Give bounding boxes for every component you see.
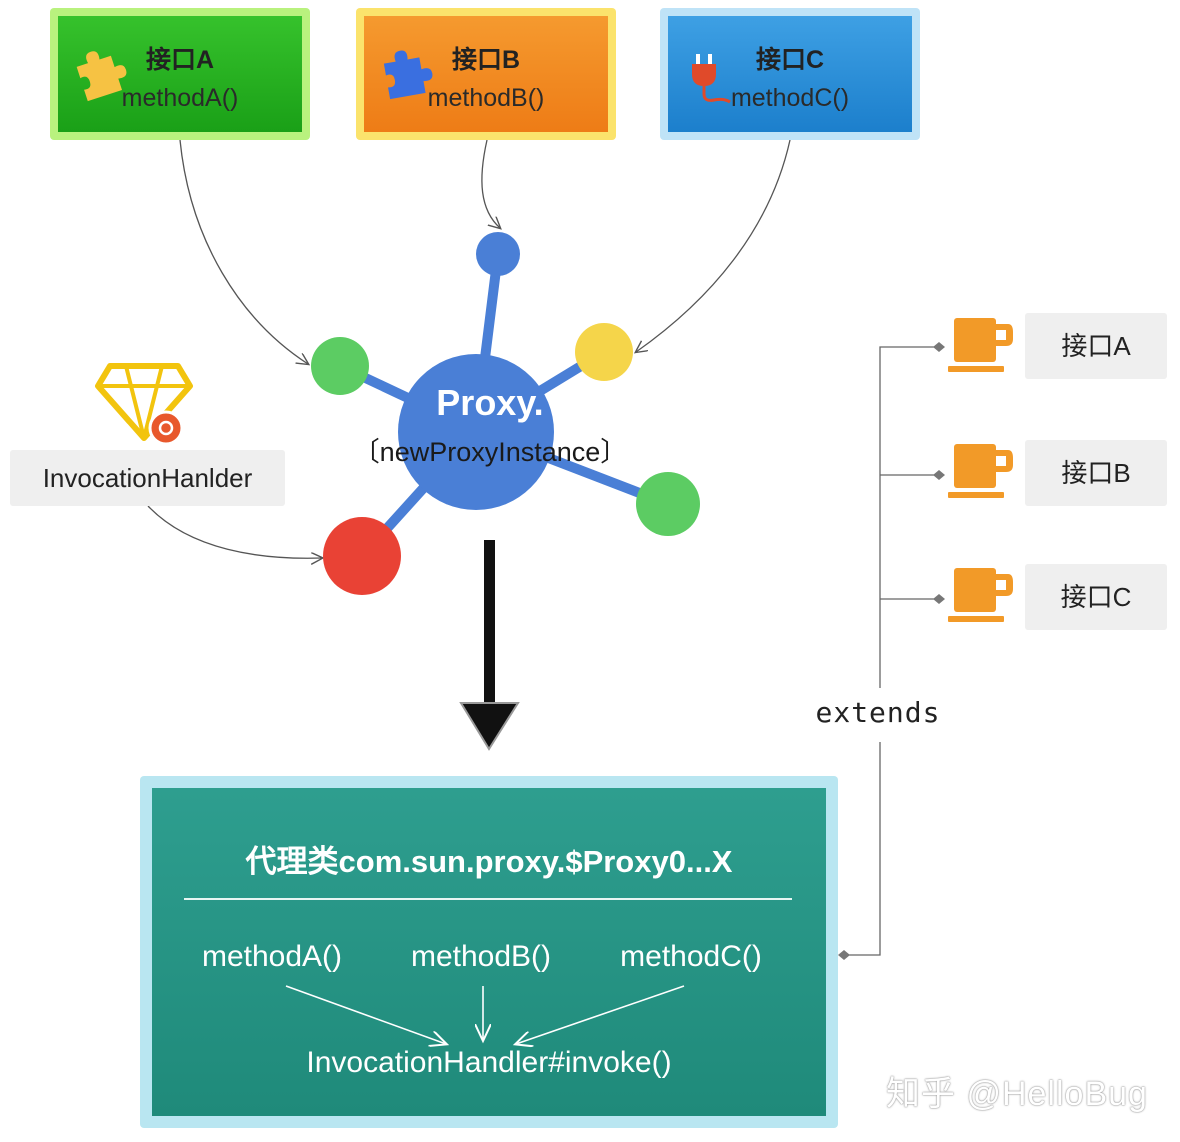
extends-diamond-b [933, 470, 945, 480]
extends-diamond-a [933, 342, 945, 352]
puzzle-piece-icon [383, 50, 433, 100]
node-green-right [636, 472, 700, 536]
interface-b-card: 接口B methodB() [356, 8, 616, 140]
proxy-hub [398, 354, 554, 510]
interface-a-title: 接口A [145, 46, 215, 74]
connector-handler-to-proxy [147, 505, 322, 558]
connector-a-to-proxy [179, 139, 308, 364]
proxy-class-method-b: methodB() [410, 940, 552, 973]
watermark: 知乎 @HelloBug [886, 1075, 1148, 1113]
connector-c-to-proxy [636, 139, 791, 352]
cup-icon [948, 568, 1013, 622]
side-interface-a: 接口A [1025, 313, 1167, 379]
invoke-arrows [285, 985, 685, 1116]
proxy-subtitle: 〔newProxyInstance〕 [352, 437, 628, 467]
puzzle-piece-icon [76, 51, 127, 102]
interface-c-method: methodC() [730, 84, 850, 112]
extends-label: extends [808, 696, 948, 729]
interface-b-title: 接口B [451, 46, 521, 74]
interface-b-body: 接口B methodB() [364, 16, 608, 132]
extends-diamond-c [933, 594, 945, 604]
proxy-graph [311, 232, 700, 595]
plug-icon [692, 54, 731, 104]
interface-b-method: methodB() [427, 84, 545, 112]
proxy-class-card: 代理类com.sun.proxy.$Proxy0...X methodA() m… [140, 776, 838, 1128]
cup-icon [948, 318, 1013, 372]
big-down-arrow [459, 540, 520, 751]
interface-a-method: methodA() [121, 84, 239, 112]
proxy-class-method-c: methodC() [620, 940, 762, 973]
cup-icon [948, 444, 1013, 498]
proxy-class-divider [184, 898, 792, 900]
interface-c-title: 接口C [755, 46, 825, 74]
interface-c-card: 接口C methodC() [660, 8, 920, 140]
node-yellow [575, 323, 633, 381]
diamond-icon [95, 363, 193, 446]
connector-b-to-proxy [481, 139, 500, 228]
extends-diamond-class [838, 950, 850, 960]
invoke-label: InvocationHandler#invoke() [306, 1046, 672, 1079]
node-green-left [311, 337, 369, 395]
node-red [323, 517, 401, 595]
extends-bracket [848, 346, 936, 956]
proxy-class-body: 代理类com.sun.proxy.$Proxy0...X methodA() m… [152, 788, 826, 1116]
interface-a-body: 接口A methodA() [58, 16, 302, 132]
proxy-class-method-a: methodA() [201, 940, 343, 973]
side-interface-b: 接口B [1025, 440, 1167, 506]
proxy-class-title: 代理类com.sun.proxy.$Proxy0...X [245, 844, 733, 879]
invocation-handler-label: InvocationHanlder [10, 450, 285, 506]
proxy-title: Proxy. [436, 382, 544, 423]
node-blue [476, 232, 520, 276]
side-interface-c: 接口C [1025, 564, 1167, 630]
interface-c-body: 接口C methodC() [668, 16, 912, 132]
interface-a-card: 接口A methodA() [50, 8, 310, 140]
